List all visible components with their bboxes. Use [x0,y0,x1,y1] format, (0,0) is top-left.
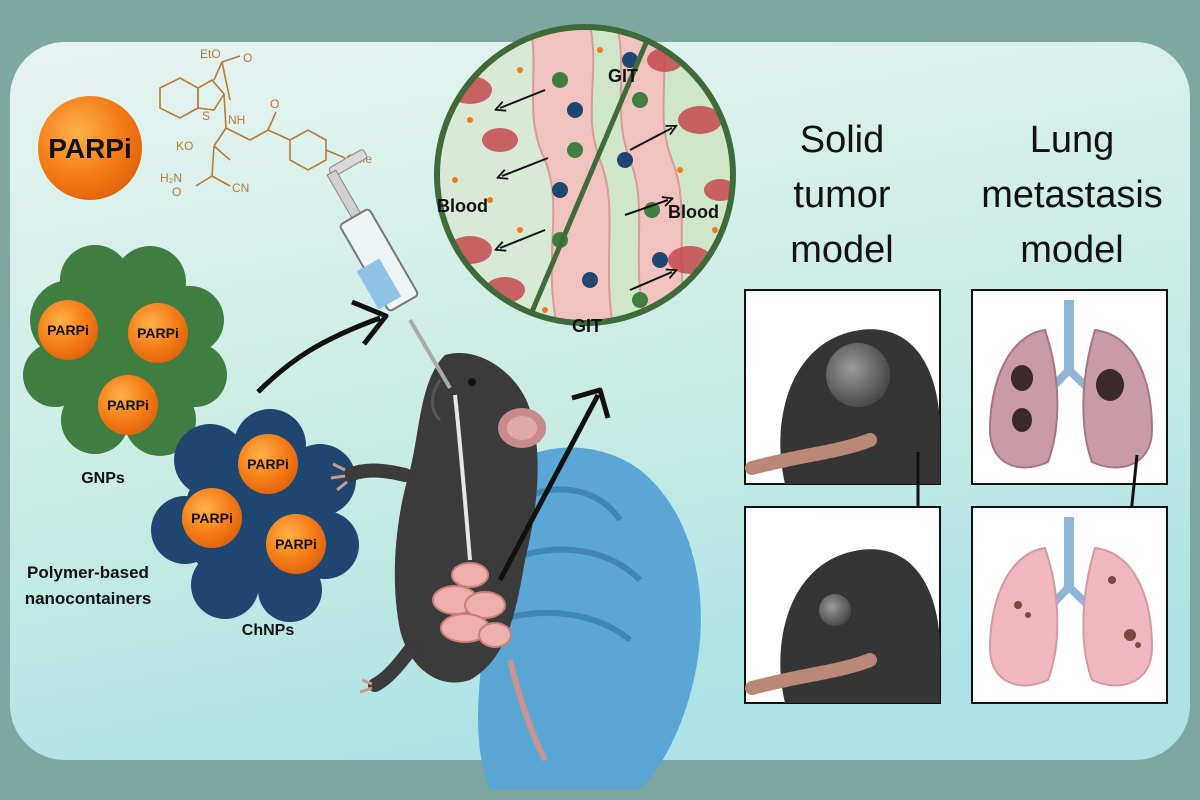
chem-label-nh: NH [228,113,245,127]
arrow-to-inset [497,393,601,582]
chnp-parpi-particle [182,488,242,548]
chem-label-s: S [202,109,210,123]
inset-label-blood-left: Blood [437,196,488,216]
arrow-to-syringe [256,315,381,394]
gnp-particle-label: PARPi [137,325,179,341]
solid-title-line1: Solid [800,119,885,161]
small-tumor [819,594,851,626]
chem-label-o3: O [172,185,181,199]
gnp-parpi-particle [38,300,98,360]
gavage-tube [453,394,472,561]
solid-title-line3: model [790,229,894,271]
parpi-label: PARPi [48,133,132,164]
chnp-particle-label: PARPi [275,536,317,552]
inset-label-git-top: GIT [608,66,638,86]
lung-title-line3: model [1020,229,1124,271]
chnp-cluster: PARPi PARPi PARPi ChNPs [151,409,359,639]
gi-blood-inset: GIT GIT Blood Blood [434,24,736,336]
solid-title-line2: tumor [793,174,890,216]
glove [475,447,701,790]
solid-tumor-after-panel [744,506,941,704]
lung-title-line2: metastasis [981,174,1163,216]
gnp-parpi-particle [128,303,188,363]
mouse-intestine [432,562,512,648]
chem-label-cn: CN [232,181,249,195]
gnp-parpi-particle [98,375,158,435]
parpi-legend: PARPi [38,96,142,200]
lung-title-line1: Lung [1030,119,1115,161]
syringe [326,149,452,390]
inset-label-blood-right: Blood [668,202,719,222]
inset-label-git-bottom: GIT [572,316,602,336]
chem-label-ko: KO [176,139,193,153]
chnp-parpi-particle [266,514,326,574]
mouse [330,353,548,762]
chnp-particle-label: PARPi [247,456,289,472]
chem-label-h2n: H₂N [160,171,182,185]
chnp-label: ChNPs [242,622,295,639]
gnp-cluster: PARPi PARPi PARPi GNPs [23,245,227,487]
nanocontainer-group-label-1: Polymer-based [27,563,149,582]
mouse-tail [507,659,548,762]
chnp-particle-label: PARPi [191,510,233,526]
arrow-to-inset-head [571,387,611,419]
gnp-particle-label: PARPi [107,397,149,413]
large-tumor [826,343,890,407]
chem-label-o2: O [270,97,279,111]
chem-label-o1: O [243,51,252,65]
gnp-label: GNPs [81,470,125,487]
chem-label-eto: EtO [200,47,221,61]
arrow-to-syringe-head [351,299,389,346]
parpi-sphere [38,96,142,200]
chemical-structure [159,55,346,187]
gnp-particle-label: PARPi [47,322,89,338]
solid-tumor-title: Solid tumor model [790,119,894,271]
lung-before-panel [971,289,1168,485]
lung-metastasis-title: Lung metastasis model [981,119,1163,271]
nanocontainer-group-label-2: nanocontainers [25,589,152,608]
chnp-parpi-particle [238,434,298,494]
lung-after-panel [971,506,1168,704]
solid-tumor-before-panel [744,289,941,485]
